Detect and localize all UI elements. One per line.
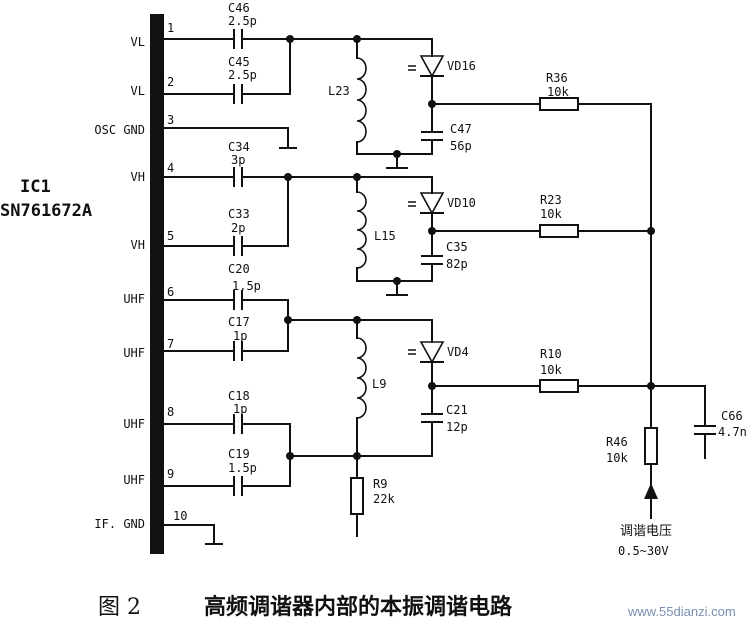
c19-value: 1.5p	[228, 461, 257, 475]
c21-ref: C21	[446, 403, 468, 417]
pin-name-6: UHF	[123, 292, 145, 306]
pin-number-9: 9	[167, 467, 174, 481]
c46-ref: C46	[228, 1, 250, 15]
r36-ref: R36	[546, 71, 568, 85]
ic-body	[150, 14, 164, 554]
pin-name-1: VL	[131, 35, 145, 49]
c17-value: 1p	[233, 329, 247, 343]
pin-number-1: 1	[167, 21, 174, 35]
pin-name-3: OSC GND	[94, 123, 145, 137]
figure-title: 高频调谐器内部的本振调谐电路	[204, 594, 513, 620]
figure-number: 图 2	[98, 595, 141, 620]
pin-number-4: 4	[167, 161, 174, 175]
ic-part-number: SN761672A	[0, 201, 92, 221]
pin-number-3: 3	[167, 113, 174, 127]
r9-value: 22k	[373, 492, 395, 506]
c18-ref: C18	[228, 389, 250, 403]
pin-name-10: IF. GND	[94, 517, 145, 531]
c45-ref: C45	[228, 55, 250, 69]
vh-oscillator-section	[163, 167, 652, 296]
pin-number-8: 8	[167, 405, 174, 419]
r36-value: 10k	[547, 85, 569, 99]
r46-ref: R46	[606, 435, 628, 449]
tuning-voltage-label: 调谐电压	[620, 524, 672, 539]
pin-name-5: VH	[131, 238, 145, 252]
l9-label: L9	[372, 377, 386, 391]
r10-value: 10k	[540, 363, 562, 377]
tuning-voltage-range: 0.5~30V	[618, 544, 669, 558]
pin-number-7: 7	[167, 337, 174, 351]
c20-value: 1.5p	[232, 279, 261, 293]
tuning-voltage-bus	[644, 103, 716, 519]
ic-ref: IC1	[20, 177, 51, 197]
l15-label: L15	[374, 229, 396, 243]
pin-name-4: VH	[131, 170, 145, 184]
tuning-voltage-arrow-icon	[644, 483, 658, 499]
c46-value: 2.5p	[228, 14, 257, 28]
pin-number-6: 6	[167, 285, 174, 299]
pin-number-10: 10	[173, 509, 187, 523]
vl-oscillator-section	[163, 29, 652, 169]
vd10-label: VD10	[447, 196, 476, 210]
c66-value: 4.7n	[718, 425, 747, 439]
c34-value: 3p	[231, 153, 245, 167]
l23-label: L23	[328, 84, 350, 98]
r23-value: 10k	[540, 207, 562, 221]
c34-ref: C34	[228, 140, 250, 154]
pin-name-9: UHF	[123, 473, 145, 487]
c18-value: 1p	[233, 402, 247, 416]
pin-number-5: 5	[167, 229, 174, 243]
c47-ref: C47	[450, 122, 472, 136]
pin-name-8: UHF	[123, 417, 145, 431]
pin-number-2: 2	[167, 75, 174, 89]
c33-ref: C33	[228, 207, 250, 221]
c20-ref: C20	[228, 262, 250, 276]
c47-value: 56p	[450, 139, 472, 153]
r10-ref: R10	[540, 347, 562, 361]
c33-value: 2p	[231, 221, 245, 235]
vd4-label: VD4	[447, 345, 469, 359]
c35-value: 82p	[446, 257, 468, 271]
r23-ref: R23	[540, 193, 562, 207]
pin-name-2: VL	[131, 84, 145, 98]
c35-ref: C35	[446, 240, 468, 254]
r46-value: 10k	[606, 451, 628, 465]
c19-ref: C19	[228, 447, 250, 461]
watermark: www.55dianzi.com	[627, 604, 736, 619]
c21-value: 12p	[446, 420, 468, 434]
pin-name-7: UHF	[123, 346, 145, 360]
uhf-oscillator-section	[163, 290, 652, 545]
r9-ref: R9	[373, 477, 387, 491]
c17-ref: C17	[228, 315, 250, 329]
c45-value: 2.5p	[228, 68, 257, 82]
c66-ref: C66	[721, 409, 743, 423]
vd16-label: VD16	[447, 59, 476, 73]
